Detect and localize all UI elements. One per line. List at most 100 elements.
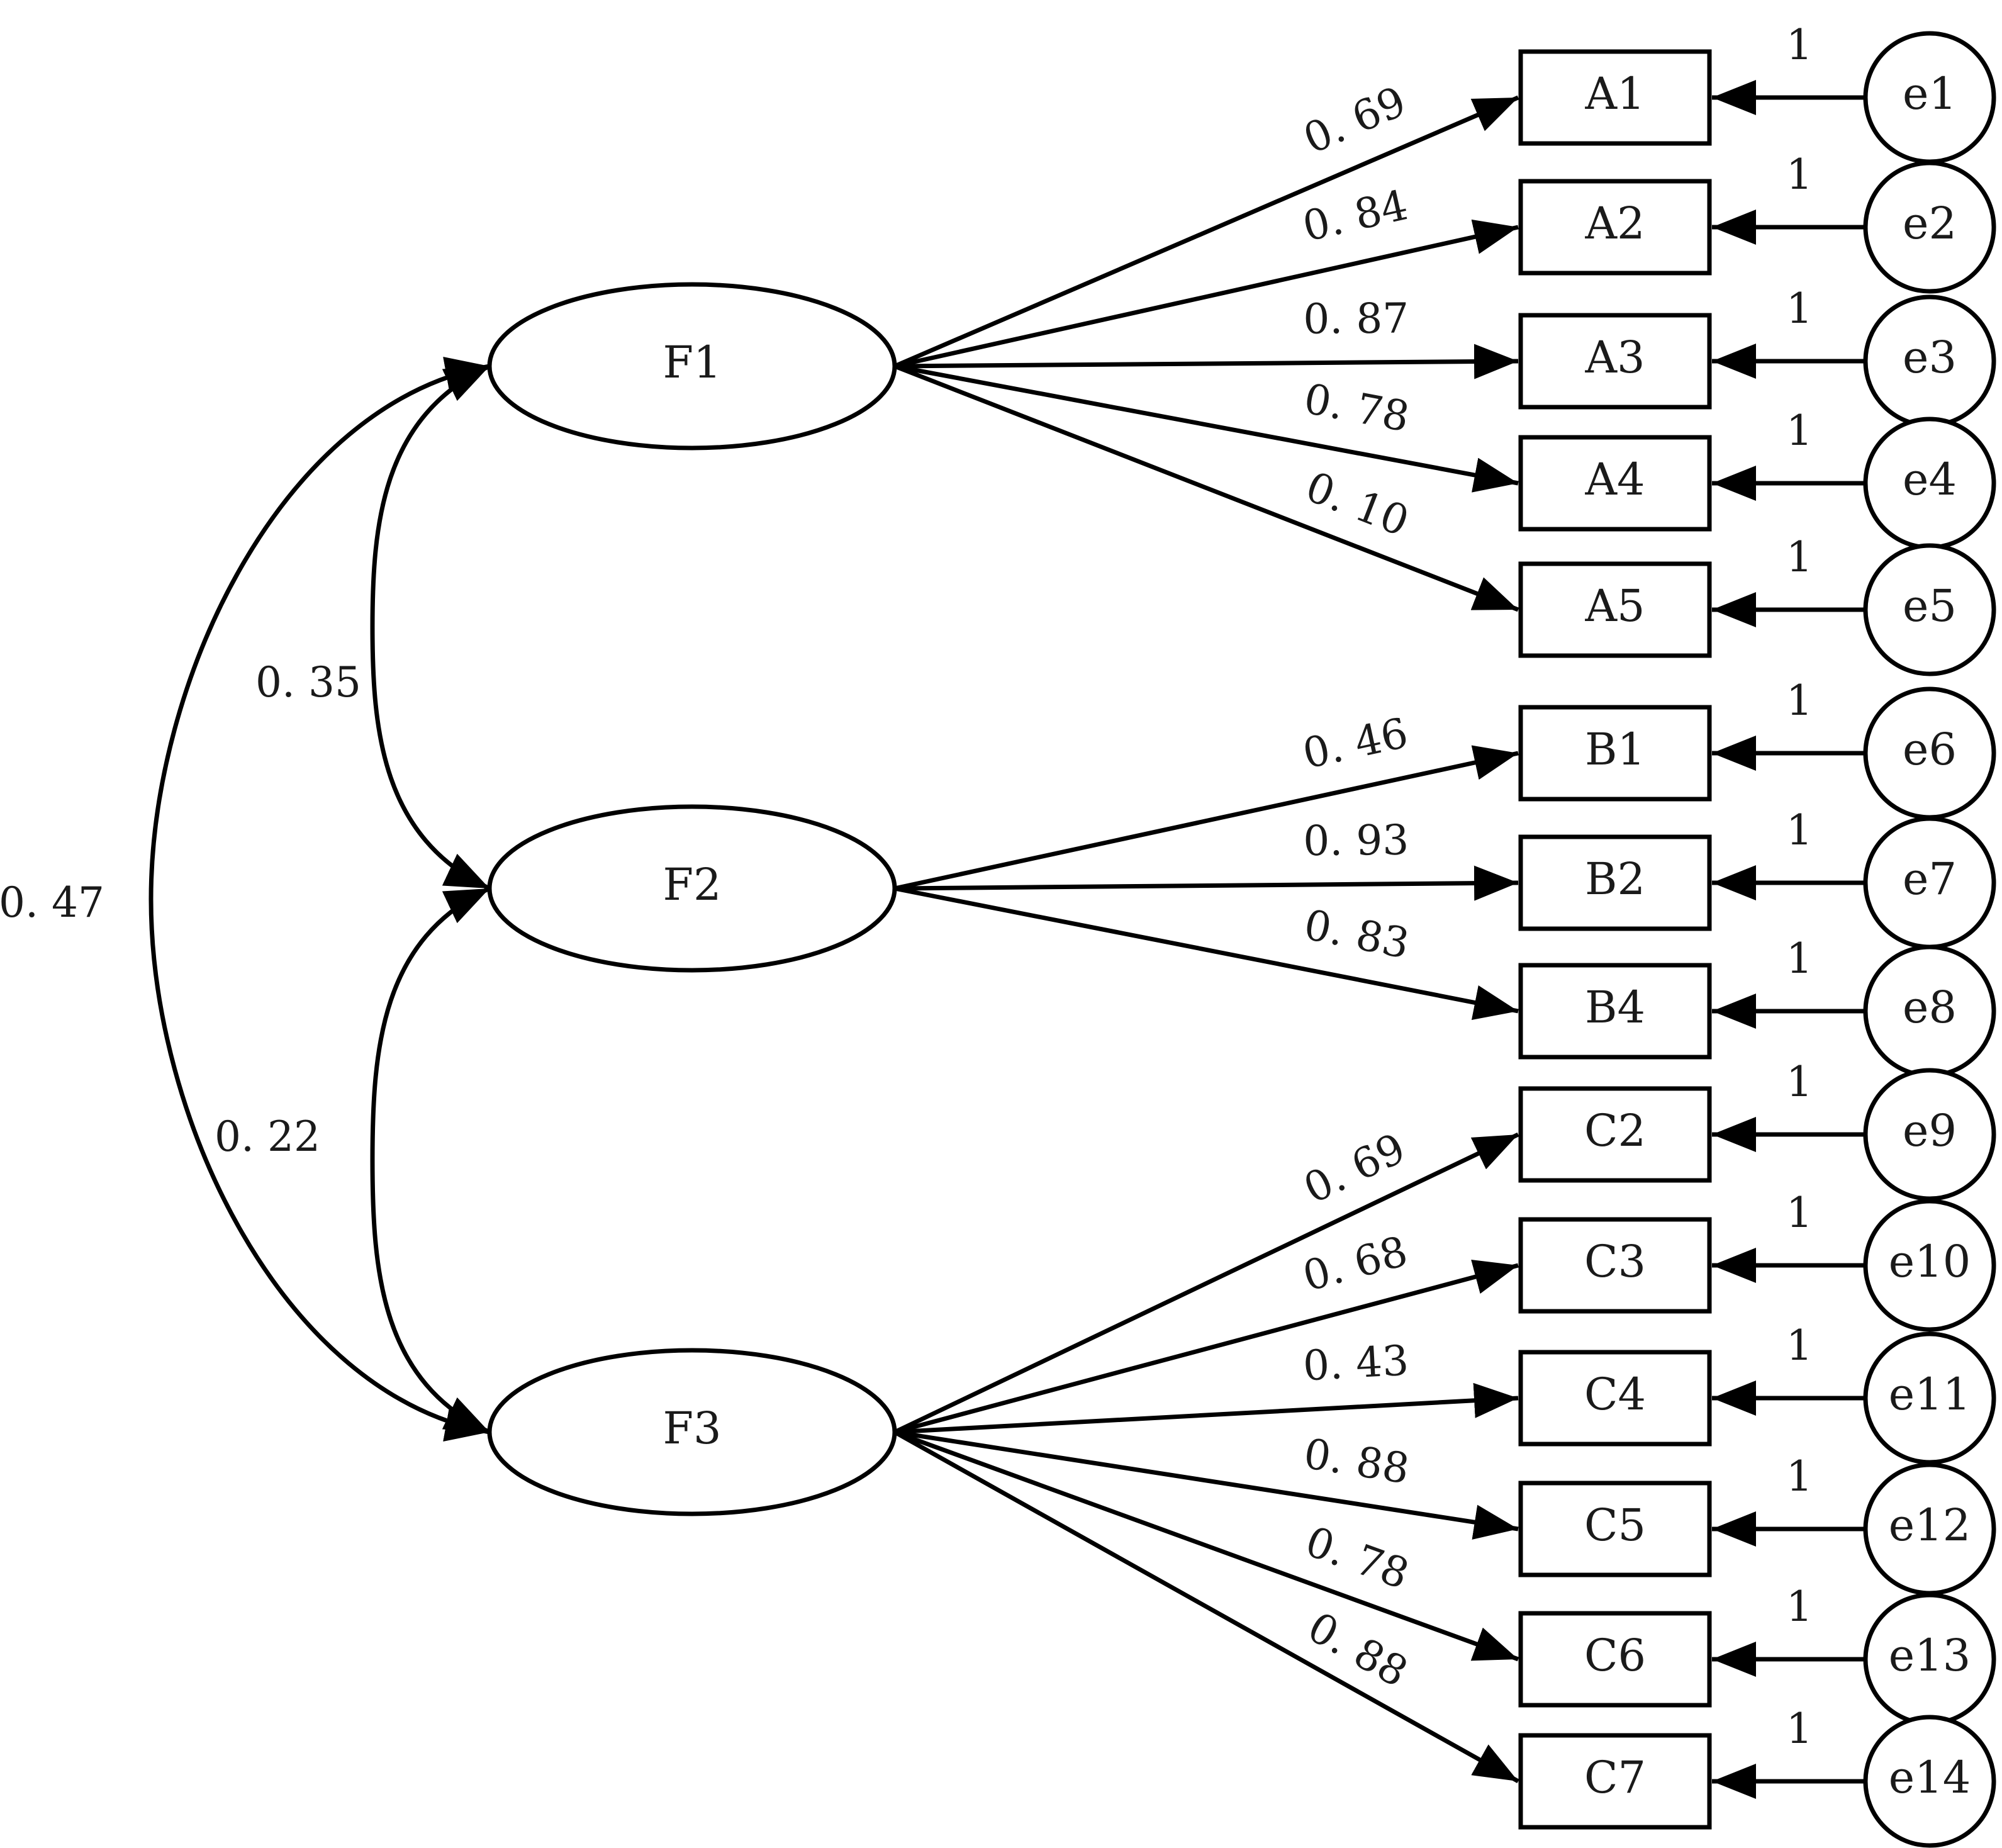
loading-label-b4: 0. 83 <box>1300 900 1414 968</box>
indicator-a2-label: A2 <box>1584 198 1645 249</box>
error-path-label-e3: 1 <box>1786 284 1813 333</box>
indicator-a5-box <box>1518 561 1712 658</box>
indicator-c2-box <box>1518 1086 1712 1183</box>
indicator-c4-label: C4 <box>1584 1369 1646 1420</box>
loading-arrow-f1-a3 <box>894 344 1519 379</box>
loading-arrow-f1-a2 <box>894 219 1519 369</box>
error-path-label-e5: 1 <box>1786 533 1813 581</box>
correlation-label-f1-f3: 0. 47 <box>0 878 104 927</box>
error-e10-label: e10 <box>1889 1236 1971 1287</box>
indicator-c5-label: C5 <box>1584 1499 1646 1551</box>
loading-arrow-f2-b2 <box>894 865 1519 901</box>
indicator-c6-label: C6 <box>1584 1630 1646 1681</box>
error-e3-label: e3 <box>1903 332 1957 383</box>
error-e2-circle <box>1863 160 1996 294</box>
loading-arrow-f1-a5 <box>893 364 1519 612</box>
loading-arrow-f3-c6 <box>893 1430 1519 1662</box>
loading-arrow-f3-c5 <box>894 1430 1519 1540</box>
loading-label-a2: 0. 84 <box>1299 181 1412 251</box>
correlation-arc-f1-f3 <box>148 357 490 1442</box>
indicator-a1-box <box>1518 49 1712 146</box>
error-e5-label: e5 <box>1903 580 1957 632</box>
indicator-b4-label: B4 <box>1585 982 1645 1033</box>
correlation-arc-f2-f3 <box>370 886 491 1435</box>
factor-f1-ellipse <box>487 282 897 451</box>
indicator-a2-box <box>1518 179 1712 276</box>
indicator-c4-box <box>1518 1350 1712 1447</box>
error-e2-label: e2 <box>1903 198 1957 249</box>
loading-arrow-f2-b4 <box>894 886 1519 1020</box>
indicator-b2-box <box>1518 834 1712 931</box>
indicator-c3-box <box>1518 1217 1712 1314</box>
indicator-a3-label: A3 <box>1584 332 1645 383</box>
loading-label-a4: 0. 78 <box>1300 374 1413 442</box>
indicator-a3-box <box>1518 313 1712 410</box>
indicator-c6-box <box>1518 1611 1712 1708</box>
loading-label-a5: 0. 10 <box>1299 462 1415 546</box>
indicator-c2-label: C2 <box>1584 1105 1646 1156</box>
error-e4-label: e4 <box>1903 454 1957 505</box>
indicator-c7-label: C7 <box>1584 1752 1646 1803</box>
loading-arrow-f3-c7 <box>893 1430 1519 1784</box>
factor-f2-label: F2 <box>663 859 721 910</box>
loading-label-c5: 0. 88 <box>1300 1430 1412 1494</box>
factor-f2-ellipse <box>487 804 897 973</box>
loading-label-a3: 0. 87 <box>1303 294 1409 343</box>
indicator-a5-label: A5 <box>1584 580 1645 632</box>
factor-f3-ellipse <box>487 1348 897 1516</box>
error-e13-label: e13 <box>1889 1630 1971 1681</box>
correlation-label-f2-f3: 0. 22 <box>215 1112 320 1161</box>
loading-arrow-f1-a1 <box>893 95 1519 369</box>
error-path-label-e10: 1 <box>1786 1189 1813 1237</box>
error-e5-circle <box>1863 543 1996 676</box>
loading-arrow-f2-b1 <box>894 745 1519 891</box>
loading-arrow-f3-c3 <box>894 1260 1519 1435</box>
factor-f3-label: F3 <box>663 1403 721 1454</box>
error-path-label-e9: 1 <box>1786 1058 1813 1106</box>
error-path-label-e11: 1 <box>1786 1321 1813 1370</box>
error-path-label-e2: 1 <box>1786 150 1813 199</box>
error-path-label-e6: 1 <box>1786 676 1813 725</box>
error-e11-circle <box>1863 1331 1996 1465</box>
indicator-c5-box <box>1518 1481 1712 1577</box>
error-e9-circle <box>1863 1068 1996 1201</box>
error-e8-label: e8 <box>1903 982 1957 1033</box>
loading-arrow-f3-c2 <box>893 1132 1519 1435</box>
error-e14-label: e14 <box>1889 1752 1971 1803</box>
error-e10-circle <box>1863 1199 1996 1332</box>
loading-label-c3: 0. 68 <box>1298 1227 1412 1301</box>
error-e1-label: e1 <box>1903 68 1957 120</box>
indicator-b4-box <box>1518 963 1712 1060</box>
loading-label-c4: 0. 43 <box>1302 1336 1410 1391</box>
error-e7-label: e7 <box>1903 853 1957 905</box>
correlation-arc-f1-f2 <box>370 364 491 891</box>
error-path-label-e1: 1 <box>1786 21 1813 69</box>
loading-label-c2: 0. 69 <box>1297 1124 1413 1213</box>
error-path-label-e14: 1 <box>1786 1705 1813 1753</box>
indicator-b1-box <box>1518 705 1712 802</box>
indicator-b1-label: B1 <box>1585 724 1645 775</box>
loading-arrow-f3-c4 <box>894 1382 1519 1435</box>
loading-arrow-f1-a4 <box>894 364 1519 493</box>
error-e11-label: e11 <box>1889 1369 1971 1420</box>
error-path-label-e12: 1 <box>1786 1452 1813 1501</box>
indicator-b2-label: B2 <box>1585 853 1645 905</box>
error-e6-label: e6 <box>1903 724 1957 775</box>
indicator-a4-box <box>1518 435 1712 532</box>
error-path-label-e7: 1 <box>1786 806 1813 854</box>
loading-label-b2: 0. 93 <box>1303 816 1409 866</box>
indicator-a1-label: A1 <box>1584 68 1645 120</box>
loading-label-b1: 0. 46 <box>1299 708 1412 778</box>
error-path-label-e4: 1 <box>1786 406 1813 455</box>
error-path-label-e8: 1 <box>1786 934 1813 983</box>
error-path-label-e13: 1 <box>1786 1582 1813 1631</box>
error-e14-circle <box>1863 1715 1996 1848</box>
indicator-a4-label: A4 <box>1584 454 1645 505</box>
correlation-label-f1-f2: 0. 35 <box>255 658 361 707</box>
factor-f1-label: F1 <box>663 337 721 388</box>
error-e9-label: e9 <box>1903 1105 1957 1156</box>
error-e12-label: e12 <box>1889 1499 1971 1551</box>
indicator-c7-box <box>1518 1733 1712 1830</box>
indicator-c3-label: C3 <box>1584 1236 1646 1287</box>
